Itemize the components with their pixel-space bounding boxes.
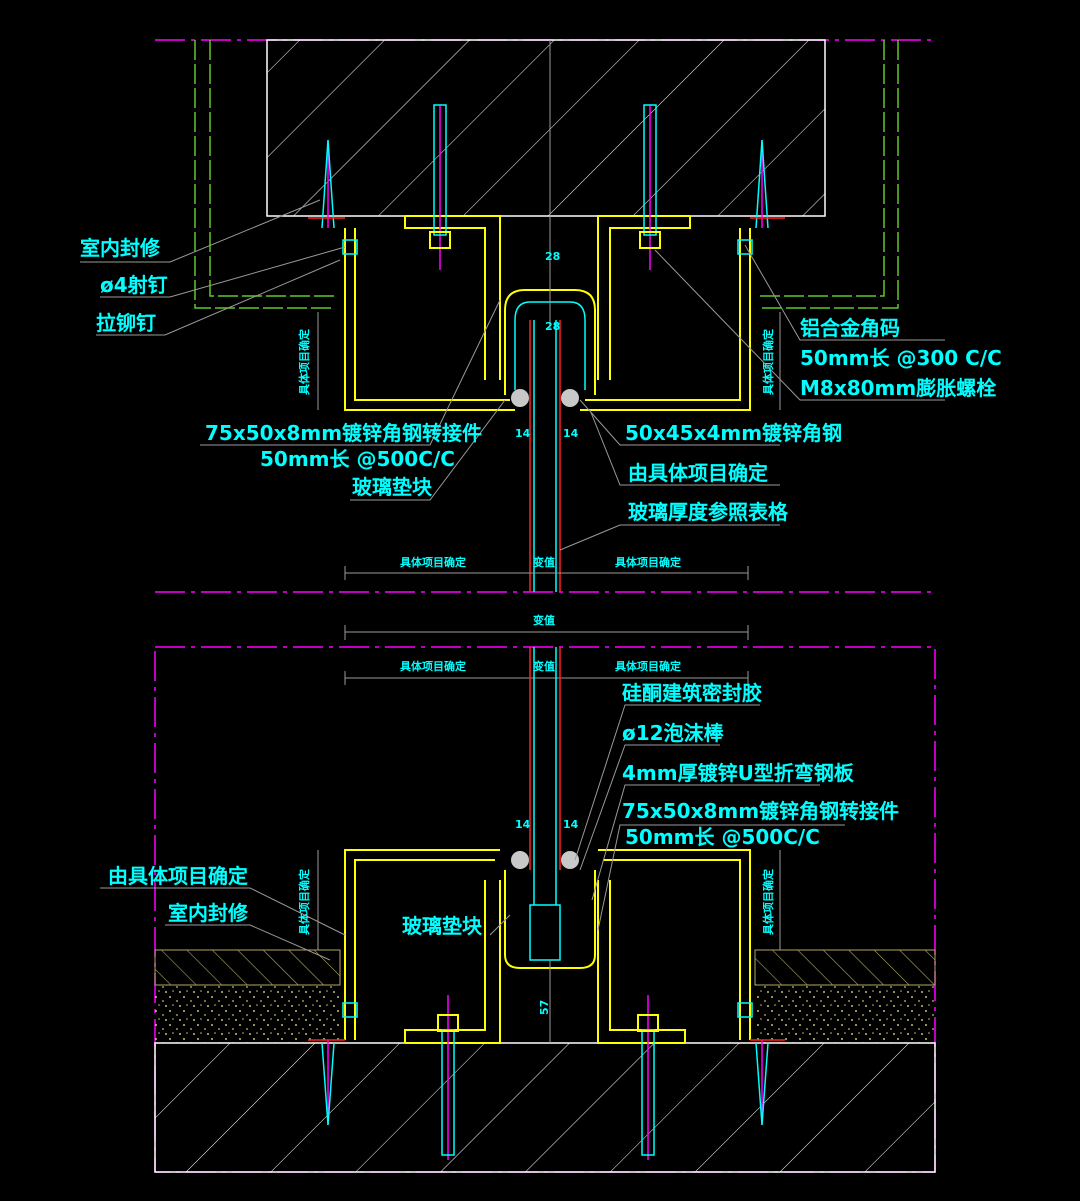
concrete-slab	[266, 39, 826, 217]
left-steel-angle	[344, 228, 515, 411]
label-interior-finish-bottom: 室内封修	[168, 901, 249, 925]
left-leaders	[80, 199, 346, 336]
dim-vertical-right: 具体项目确定	[761, 329, 775, 395]
rivet-icon	[737, 1002, 753, 1018]
label-steel-angle: 50x45x4mm镀锌角钢	[625, 421, 842, 445]
foam-rod	[561, 389, 579, 407]
label-expansion-bolt: M8x80mm膨胀螺栓	[800, 376, 996, 400]
dim-depth: 57	[538, 1000, 551, 1015]
left-steel-angle-bottom	[344, 849, 500, 1040]
foam-rod	[561, 851, 579, 869]
u-plate-bottom	[504, 870, 596, 969]
top-section: 28 28 14 14 具体项目确定 变值 具体项目确定 具体项目确定 具体项目…	[80, 39, 1002, 593]
shot-nail	[755, 1040, 769, 1126]
screed-right	[755, 985, 935, 1043]
dim-glass-bottom: 变值	[533, 659, 555, 673]
label-steel-connector-spec-bottom: 50mm长 @500C/C	[625, 825, 820, 849]
dim-right-width: 具体项目确定	[615, 555, 681, 569]
label-foam-rod: ø12泡沫棒	[622, 721, 725, 745]
right-connector	[597, 215, 691, 380]
label-glass-pad: 玻璃垫块	[352, 475, 433, 499]
interior-finish-right	[760, 40, 899, 309]
glass-panel-top	[529, 320, 561, 592]
shot-nail	[755, 139, 769, 229]
dim-gap-left-bottom: 14	[515, 818, 531, 831]
label-rivet: 拉铆钉	[96, 311, 156, 335]
dim-vertical-left: 具体项目确定	[297, 329, 311, 395]
anchor-bolt	[437, 995, 459, 1160]
label-shot-nail: ø4射钉	[100, 273, 168, 297]
rivet-icon	[342, 239, 358, 255]
label-sealant: 硅酮建筑密封胶	[622, 681, 762, 705]
dim-left-width: 具体项目确定	[400, 555, 466, 569]
left-connector-bottom	[404, 880, 501, 1044]
dim-vertical-left-bottom: 具体项目确定	[297, 869, 311, 935]
shot-nail	[321, 1040, 335, 1126]
concrete-floor-slab	[154, 1042, 936, 1173]
rivet-icon	[737, 239, 753, 255]
label-steel-connector-spec: 50mm长 @500C/C	[260, 447, 455, 471]
bottom-leaders	[100, 704, 845, 961]
label-u-plate: 4mm厚镀锌U型折弯钢板	[622, 761, 855, 785]
rivet-icon	[342, 1002, 358, 1018]
right-steel-angle-bottom	[598, 849, 751, 1040]
dim-gap-right: 14	[563, 427, 579, 440]
dim-gap-left: 14	[515, 427, 531, 440]
anchor-bolt	[429, 104, 451, 270]
label-project-specific: 由具体项目确定	[628, 461, 768, 485]
shot-nail	[321, 139, 335, 229]
dim-right-width-bottom: 具体项目确定	[615, 659, 681, 673]
floor-finish-right	[754, 949, 936, 986]
bottom-section: 变值 具体项目确定 变值 具体项目确定 14 14 57	[100, 613, 936, 1173]
foam-rod	[511, 389, 529, 407]
label-steel-connector-bottom: 75x50x8mm镀锌角钢转接件	[622, 799, 899, 823]
right-connector-bottom	[597, 880, 686, 1044]
label-interior-finish: 室内封修	[80, 236, 161, 260]
foam-rod	[511, 851, 529, 869]
dim-gap-right-bottom: 14	[563, 818, 579, 831]
dim-28-upper: 28	[545, 250, 560, 263]
label-aluminum-angle: 铝合金角码	[800, 316, 900, 340]
right-steel-angle	[580, 228, 751, 411]
vertical-dims-bottom	[317, 850, 781, 950]
anchor-bolt	[637, 995, 659, 1160]
label-glass-thickness: 玻璃厚度参照表格	[628, 500, 789, 524]
dim-left-width-bottom: 具体项目确定	[400, 659, 466, 673]
dim-overall: 变值	[533, 613, 555, 627]
vertical-dims	[317, 312, 781, 410]
anchor-bolt	[639, 104, 661, 270]
interior-finish-left	[194, 40, 335, 309]
left-connector	[404, 215, 501, 380]
screed-left	[155, 985, 340, 1043]
dim-glass: 变值	[533, 555, 555, 569]
dim-vertical-right-bottom: 具体项目确定	[761, 869, 775, 935]
dim-28-lower: 28	[545, 320, 560, 333]
glass-panel-bottom	[529, 647, 561, 961]
label-project-specific-bottom: 由具体项目确定	[108, 864, 248, 888]
label-aluminum-angle-spec: 50mm长 @300 C/C	[800, 346, 1002, 370]
top-width-dimension	[344, 566, 749, 580]
bottom-width-dimension	[344, 671, 749, 685]
label-steel-connector: 75x50x8mm镀锌角钢转接件	[205, 421, 482, 445]
right-leaders	[200, 244, 945, 551]
overall-dimension	[344, 625, 749, 640]
floor-finish-left	[154, 949, 341, 986]
label-glass-pad-bottom: 玻璃垫块	[402, 914, 483, 938]
